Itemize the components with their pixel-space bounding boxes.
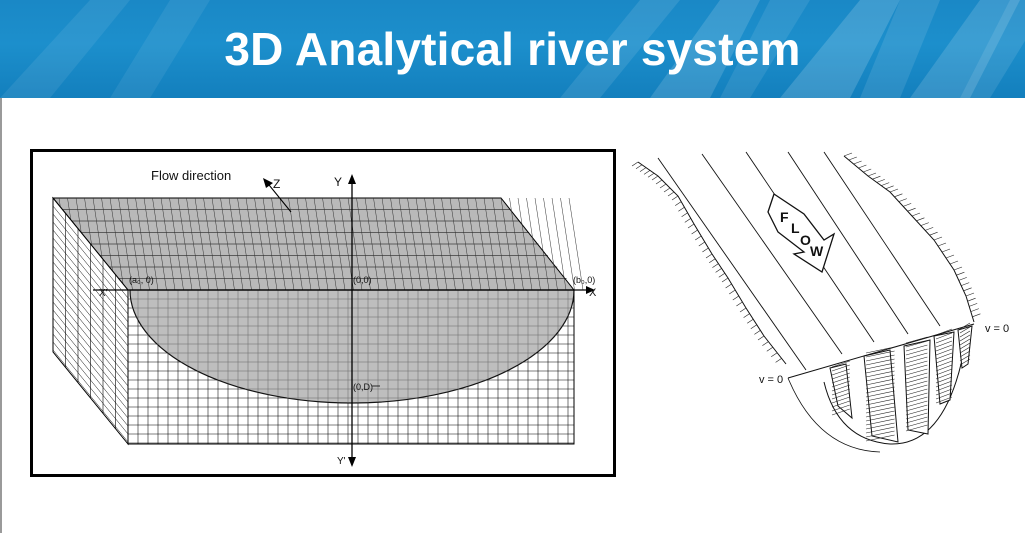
slide-left-edge xyxy=(0,98,2,533)
point-label-origin: (0,0) xyxy=(353,275,372,285)
flow-letter-o: O xyxy=(800,232,811,248)
axis-label-z: Z xyxy=(273,177,280,191)
slide-header: 3D Analytical river system xyxy=(0,0,1025,98)
cross-section-diagram: Flow direction Z Y Y' X X' (a₀, 0) (0,0)… xyxy=(30,149,616,477)
point-label-a0: (a₀, 0) xyxy=(129,275,154,285)
header-ray xyxy=(780,0,900,98)
flow-lines xyxy=(657,151,975,453)
flow-letter-l: L xyxy=(791,220,800,236)
header-ray xyxy=(0,0,130,98)
point-label-b0: (b₀,0) xyxy=(573,275,595,285)
axes xyxy=(93,174,595,467)
header-ray xyxy=(720,0,810,98)
flow-arrow-icon: F L O W xyxy=(767,192,836,274)
axis-label-x-prime: X' xyxy=(99,288,108,299)
velocity-profiles xyxy=(829,322,973,443)
axis-label-x: X xyxy=(589,287,597,299)
header-ray xyxy=(910,0,1020,98)
header-ray xyxy=(560,0,680,98)
river-banks xyxy=(631,152,981,365)
header-ray xyxy=(860,0,940,98)
axis-label-y-prime: Y' xyxy=(337,456,346,467)
river-flow-diagram: F L O W v = 0 v = 0 xyxy=(631,151,1009,453)
flow-letter-f: F xyxy=(780,209,789,225)
axis-label-y: Y xyxy=(334,175,342,189)
header-ray xyxy=(110,0,210,98)
cross-section-figure: Flow direction Z Y Y' X X' (a₀, 0) (0,0)… xyxy=(51,168,597,467)
channel-grid-lines xyxy=(130,290,574,403)
velocity-label-right: v = 0 xyxy=(985,323,1009,335)
flow-direction-label: Flow direction xyxy=(151,168,231,183)
velocity-label-left: v = 0 xyxy=(759,374,783,386)
header-ray xyxy=(650,0,760,98)
slide-title: 3D Analytical river system xyxy=(224,23,801,75)
header-rays xyxy=(0,0,1025,98)
header-ray xyxy=(960,0,1025,98)
flow-letter-w: W xyxy=(810,243,824,259)
side-face-grid xyxy=(52,196,129,446)
point-label-depth: (0,D) xyxy=(353,382,373,392)
